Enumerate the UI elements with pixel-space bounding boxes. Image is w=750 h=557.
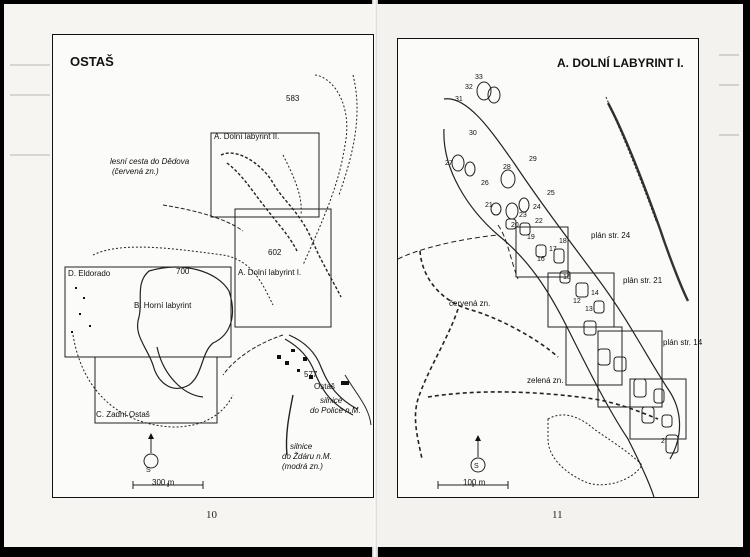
point-26: 26 (481, 180, 489, 187)
plan-24-label: plán str. 24 (591, 231, 631, 240)
point-15: 15 (563, 274, 571, 281)
right-page-number: 11 (552, 509, 563, 521)
left-page-title: OSTAŠ (70, 54, 114, 69)
point-13: 13 (585, 306, 593, 313)
ostas-map-drawing (64, 74, 372, 489)
point-23: 23 (519, 212, 527, 219)
point-31: 31 (455, 96, 463, 103)
ostas-map (52, 34, 374, 498)
lesni-cesta-label: lesní cesta do Dědova (110, 157, 190, 166)
silnice-police-label: silnice (320, 396, 343, 405)
point-22: 22 (535, 218, 543, 225)
point-33: 33 (475, 74, 483, 81)
point-19: 19 (527, 234, 535, 241)
dolni-labyrint-i-label: A. Dolní labyrint I. (238, 268, 302, 277)
ostas-village-label: Ostaš (314, 382, 335, 391)
dolni-labyrint-drawing (398, 81, 690, 497)
point-17: 17 (549, 246, 557, 253)
point-30: 30 (469, 130, 477, 137)
silnice-zdar-label-3: (modrá zn.) (282, 462, 323, 471)
book-spine (372, 0, 378, 557)
cervena-label: červená zn. (449, 299, 491, 308)
point-16: 16 (537, 256, 545, 263)
peak-577-label: 577 (304, 370, 318, 379)
point-20: 20 (511, 222, 519, 229)
point-27: 27 (445, 160, 453, 167)
point-25: 25 (547, 190, 555, 197)
point-28: 28 (503, 164, 511, 171)
north-icon-right: S (474, 463, 479, 470)
plan-21-label: plán str. 21 (623, 276, 663, 285)
horni-labyrint-label: B. Horní labyrint (134, 301, 192, 310)
peak-602-label: 602 (268, 248, 282, 257)
point-12: 12 (573, 298, 581, 305)
left-page: OSTAŠ 583 A. Dolní labyrint II. lesní ce… (4, 4, 374, 547)
right-scale-label: 100 m (463, 478, 486, 487)
point-2: 2 (661, 438, 665, 445)
eldorado-label: D. Eldorado (68, 269, 111, 278)
silnice-police-label-2: do Police n.M. (310, 406, 361, 415)
left-page-number: 10 (206, 509, 217, 521)
dolni-labyrint-ii-label: A. Dolní labyrint II. (214, 132, 280, 141)
right-page-title: A. DOLNÍ LABYRINT I. (557, 56, 684, 70)
left-scale-label: 300 m (152, 478, 175, 487)
peak-700-label: 700 (176, 267, 190, 276)
silnice-zdar-label-2: do Ždáru n.M. (282, 452, 332, 461)
point-29: 29 (529, 156, 537, 163)
point-14: 14 (591, 290, 599, 297)
point-18: 18 (559, 238, 567, 245)
peak-583-label: 583 (286, 94, 300, 103)
north-icon: S (146, 467, 151, 474)
lesni-cesta-label-2: (červená zn.) (112, 167, 159, 176)
right-page: A. DOLNÍ LABYRINT I. plán str. 24 plán s… (377, 4, 743, 547)
point-24: 24 (533, 204, 541, 211)
dolni-labyrint-map (397, 38, 699, 498)
zadni-ostas-label: C. Zadní Ostaš (96, 410, 150, 419)
silnice-zdar-label: silnice (290, 442, 313, 451)
point-21: 21 (485, 202, 493, 209)
zelena-label: zelená zn. (527, 376, 564, 385)
plan-14-label: plán str. 14 (663, 338, 703, 347)
point-32: 32 (465, 84, 473, 91)
